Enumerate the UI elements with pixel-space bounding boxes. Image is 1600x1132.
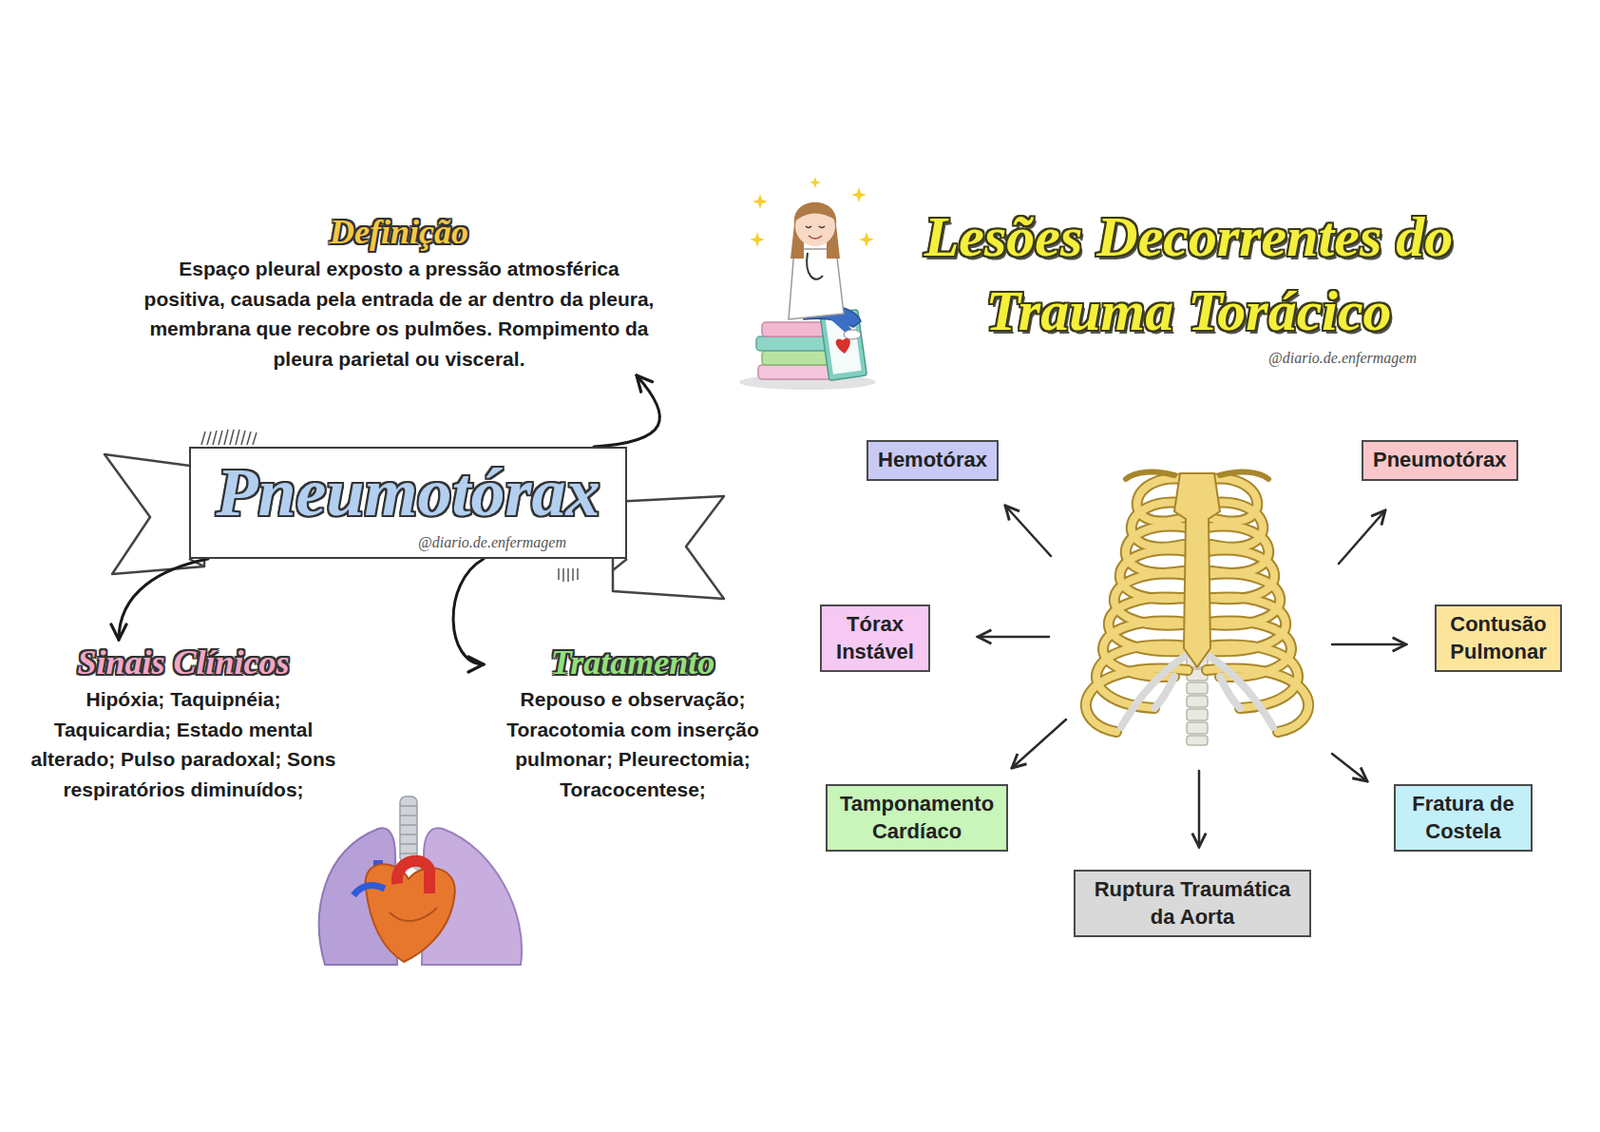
curved-arrow [453,558,484,665]
curved-arrow [593,375,660,447]
ribcage-illustration [1085,472,1309,745]
signs-group: Sinais ClínicosHipóxia; Taquipnéia; Taqu… [26,641,341,804]
avatar-illustration [739,176,877,390]
injury-box: Pneumotórax [1361,439,1519,481]
box-label: Contusão Pulmonar [1446,610,1551,666]
diagram-title: Lesões Decorrentes do Trauma Torácico [903,199,1474,348]
section-heading: Tratamento [485,641,781,685]
section-body: Hipóxia; Taquipnéia; Taquicardia; Estado… [26,684,341,804]
section-heading: Sinais Clínicos [26,641,341,685]
section-heading: Definição [142,210,656,254]
section-body: Espaço pleural exposto a pressão atmosfé… [142,253,656,374]
box-label: Pneumotórax [1372,446,1507,475]
injury-box: Fratura de Costela [1393,783,1533,852]
box-label: Tórax Instável [831,610,919,666]
injury-box: Ruptura Traumática da Aorta [1073,869,1312,937]
curved-arrow [118,558,209,640]
watermark: @diario.de.enfermagem [1268,349,1417,367]
watermark: @diario.de.enfermagem [418,533,567,552]
box-label: Tamponamento Cardíaco [837,790,997,845]
definition-group: DefiniçãoEspaço pleural exposto a pressã… [142,210,656,374]
treatment-group: TratamentoRepouso e observação; Toracoto… [485,641,781,804]
lungs-illustration [319,796,522,965]
box-label: Fratura de Costela [1405,790,1522,845]
injury-box: Hemotórax [866,439,999,481]
ribcage-arrows [977,505,1407,847]
injury-box: Tamponamento Cardíaco [825,783,1009,852]
box-label: Hemotórax [877,446,988,475]
box-label: Ruptura Traumática da Aorta [1085,876,1300,931]
injury-box: Tórax Instável [819,604,931,672]
section-body: Repouso e observação; Toracotomia com in… [485,684,781,804]
injury-box: Contusão Pulmonar [1434,604,1562,672]
banner-title: Pneumotórax [215,457,600,527]
